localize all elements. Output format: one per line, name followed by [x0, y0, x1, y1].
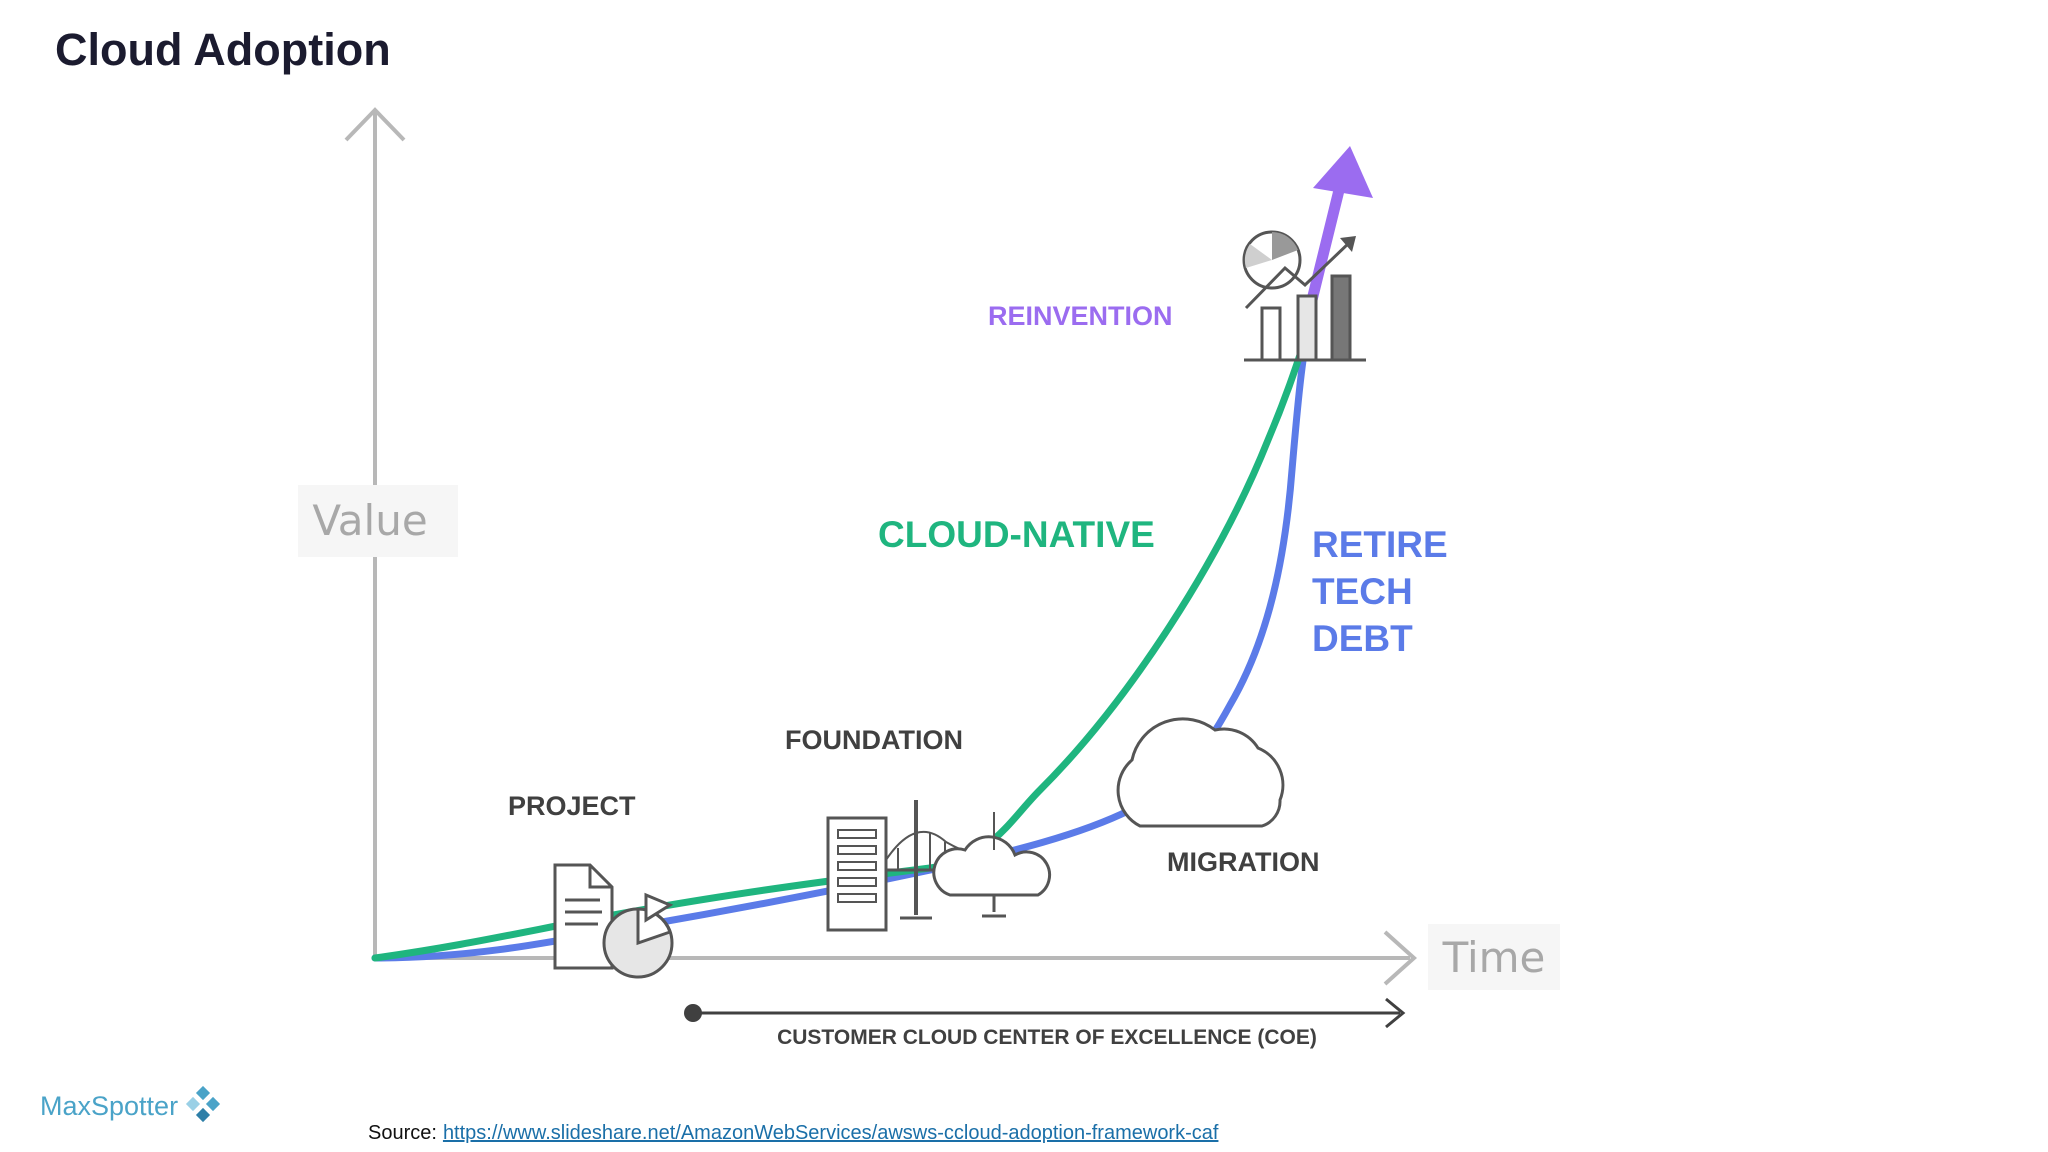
reinvention-analytics-icon	[1242, 230, 1366, 362]
migration-stage-label: MIGRATION	[1167, 847, 1319, 877]
cloud-native-label: CLOUD-NATIVE	[878, 514, 1155, 555]
x-axis-arrow-icon	[1383, 930, 1417, 986]
retire-label-line1: RETIRE	[1312, 524, 1448, 565]
x-axis-label-bg	[1428, 924, 1560, 990]
coe-arrow-icon	[1385, 997, 1406, 1029]
y-axis-label-bg	[298, 485, 458, 557]
project-pie-icon	[602, 892, 674, 979]
project-stage-label: PROJECT	[508, 791, 636, 821]
source-label: Source:	[368, 1122, 437, 1144]
coe-label: CUSTOMER CLOUD CENTER OF EXCELLENCE (COE…	[777, 1026, 1317, 1049]
slide-title: Cloud Adoption	[55, 24, 391, 75]
source-link[interactable]: https://www.slideshare.net/AmazonWebServ…	[442, 1122, 1219, 1144]
y-axis-label: Value	[312, 496, 427, 545]
project-document-icon	[553, 863, 614, 970]
foundation-building-icon	[826, 816, 888, 932]
logo-text: MaxSpotter	[40, 1090, 179, 1121]
foundation-cloud-icon	[932, 812, 1052, 918]
retire-label-line3: DEBT	[1312, 618, 1413, 659]
retire-label-line2: TECH	[1312, 571, 1413, 612]
x-axis-label: Time	[1442, 933, 1546, 982]
maxspotter-logo: MaxSpotter	[40, 1086, 226, 1126]
migration-cloud-icon	[1116, 717, 1285, 828]
logo-diamond-icon	[185, 1086, 221, 1123]
reinvention-stage-label: REINVENTION	[988, 301, 1173, 331]
y-axis-arrow-icon	[344, 107, 406, 142]
reinvention-arrow-icon	[1313, 146, 1373, 198]
reinvention-arrow-shaft	[1306, 172, 1348, 306]
source-citation: Source:https://www.slideshare.net/Amazon…	[368, 1122, 1218, 1145]
foundation-stage-label: FOUNDATION	[785, 725, 963, 755]
